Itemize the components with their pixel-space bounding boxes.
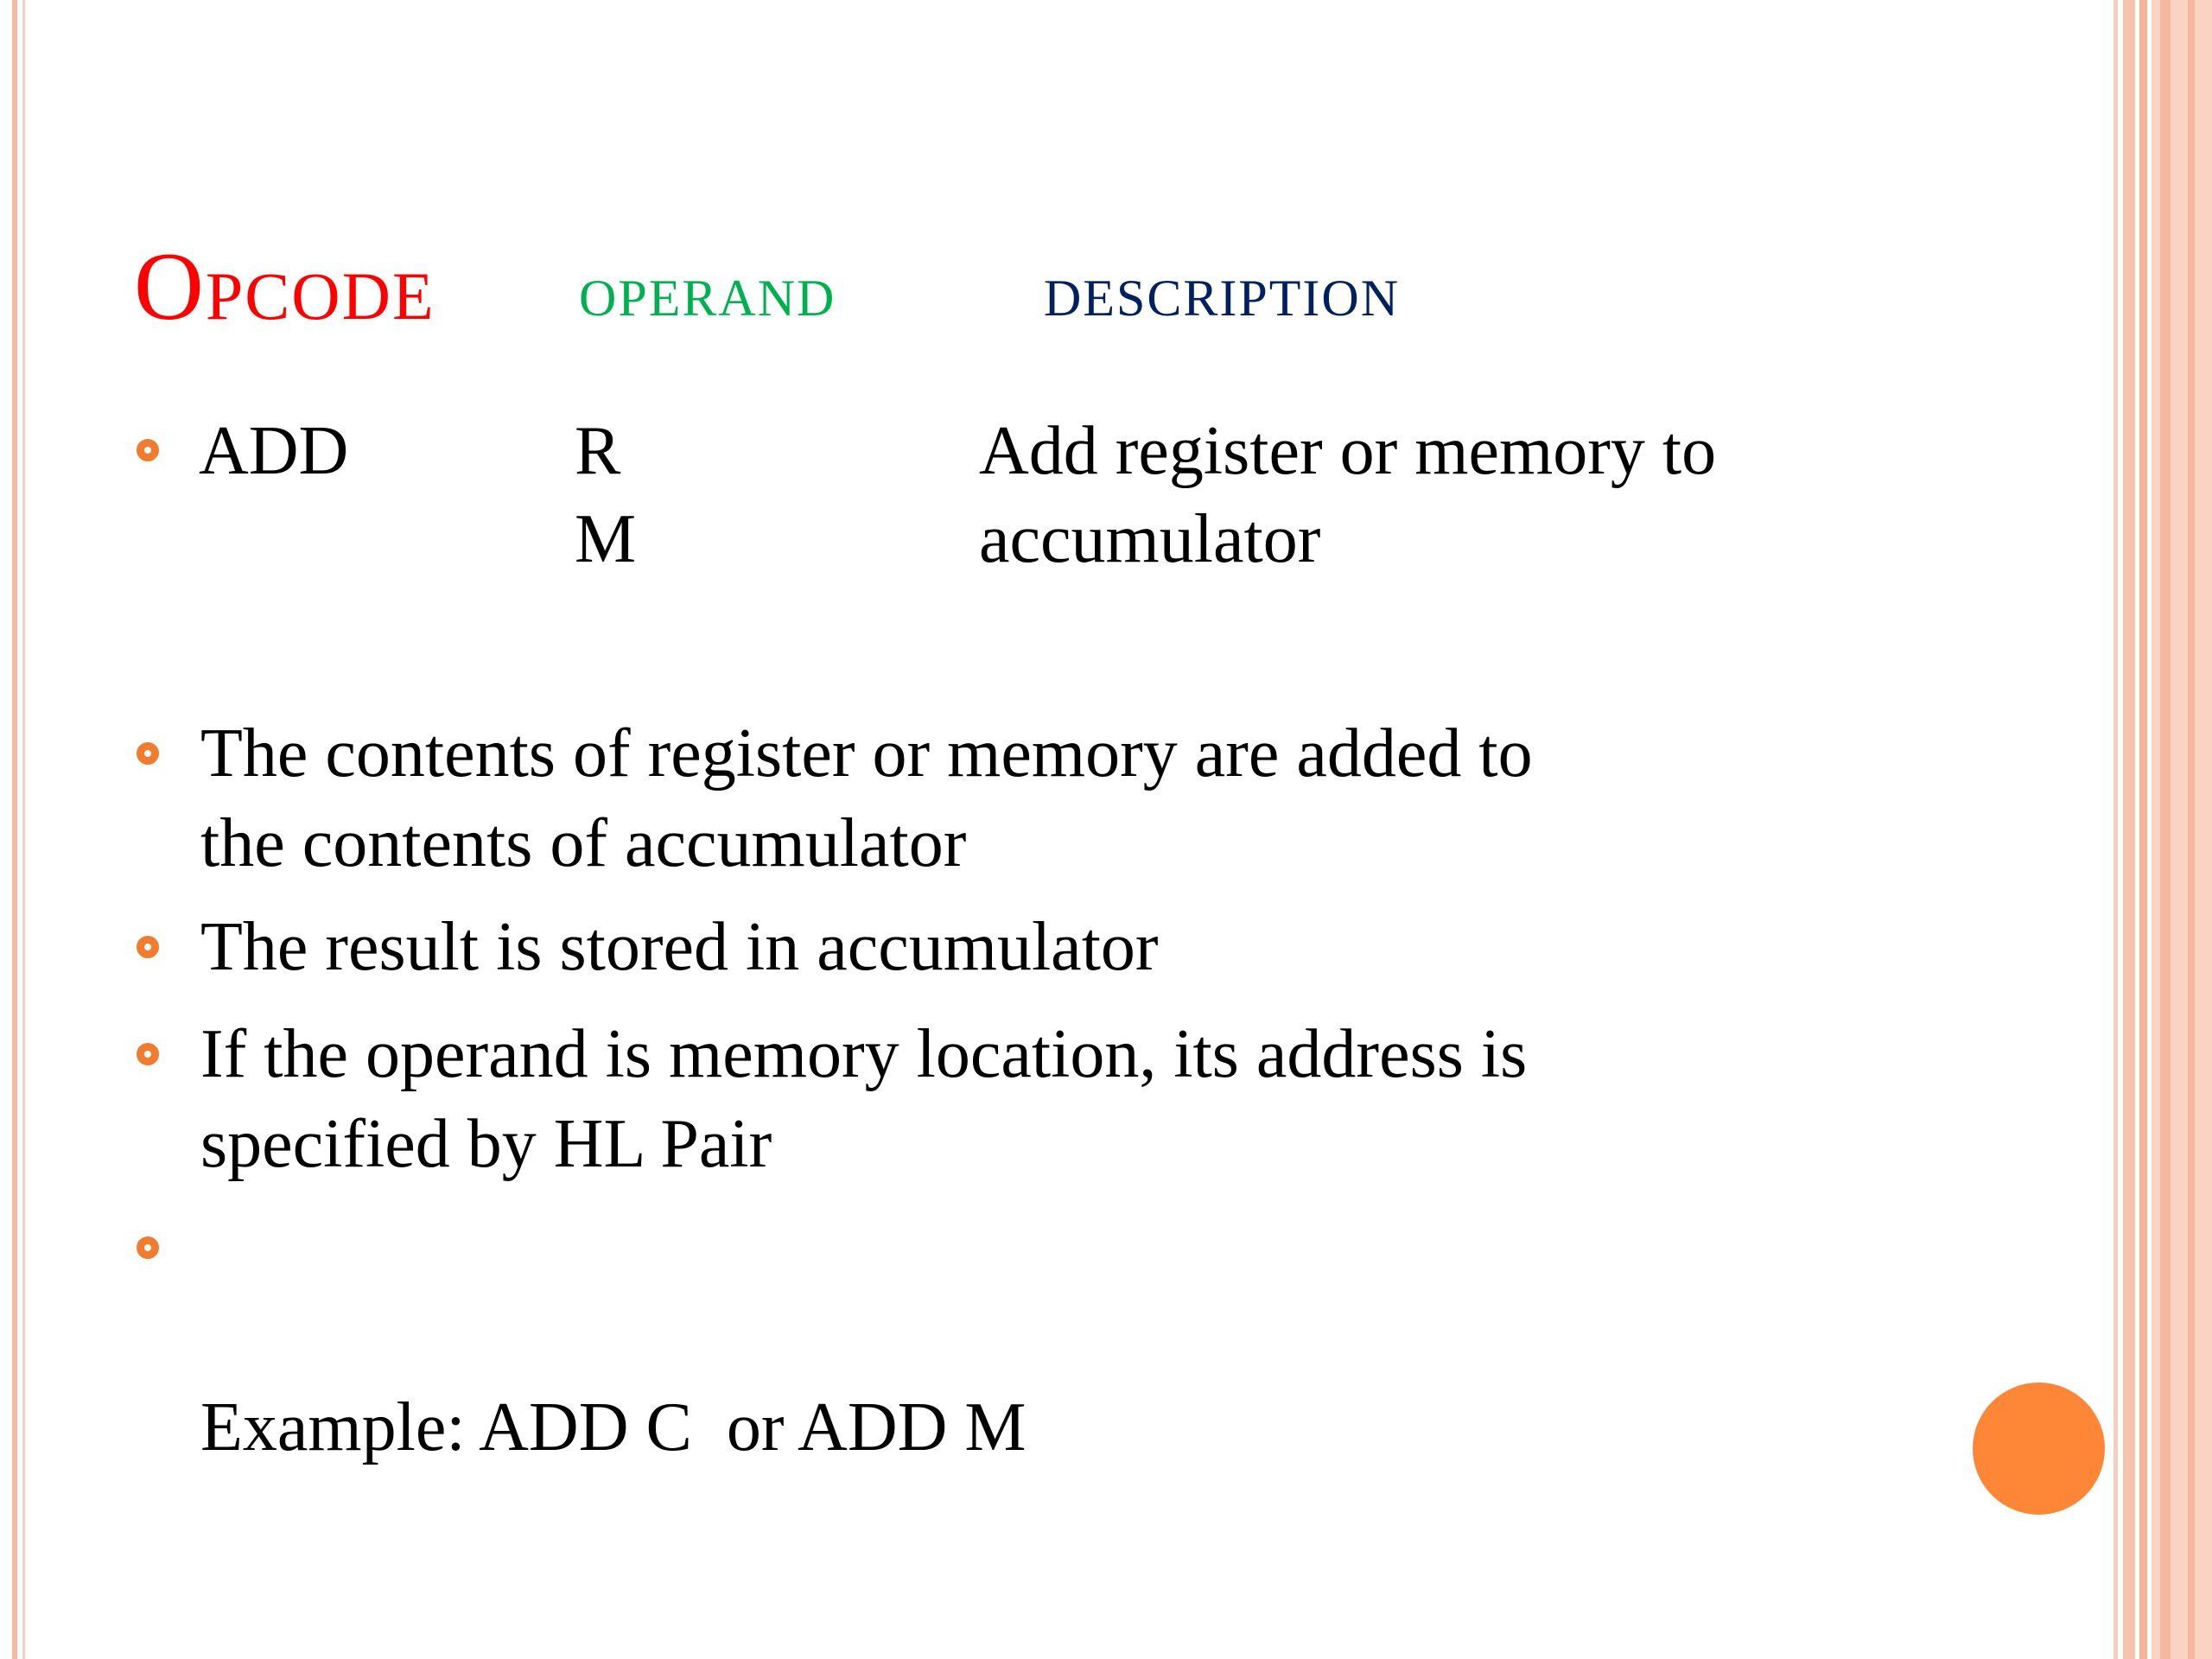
description-header: description <box>1044 249 1401 332</box>
bullet-line: Example: ADD C or ADD M <box>200 1389 1027 1465</box>
right-border-bar <box>2123 0 2135 1659</box>
operand-header: operand <box>579 249 836 332</box>
bullet-line: If the operand is memory location, its a… <box>200 1016 1528 1092</box>
bullet-icon <box>137 1236 159 1259</box>
bullet-icon <box>137 439 159 461</box>
bullet-paragraph: The result is stored in accumulator <box>200 902 1929 992</box>
right-border-bar <box>2139 0 2147 1659</box>
left-border-bar-thin <box>22 0 25 1659</box>
opcode-header: Opcode <box>134 233 435 340</box>
bullet-paragraph: The contents of register or memory are a… <box>200 709 1929 888</box>
bullet-line: The result is stored in accumulator <box>200 909 1159 985</box>
instruction-description-line2: accumulator <box>979 501 1321 577</box>
accent-dot <box>1973 1382 2105 1515</box>
instruction-operand-m: M <box>575 501 637 577</box>
bullet-line: The contents of register or memory are a… <box>200 715 1533 791</box>
left-border-bar <box>12 0 17 1659</box>
right-border-bar <box>2188 0 2195 1659</box>
bullet-line: the contents of accumulator <box>200 805 967 881</box>
bullet-icon <box>137 936 159 958</box>
instruction-opcode: ADD <box>199 413 349 489</box>
bullet-icon <box>137 1043 159 1065</box>
bullet-paragraph: Example: ADD C or ADD M <box>200 1203 1929 1652</box>
instruction-row: ADD R M Add register or memory to accumu… <box>0 406 1987 596</box>
right-border-bar <box>2160 0 2171 1659</box>
bullet-paragraph: If the operand is memory location, its a… <box>200 1009 1929 1189</box>
right-border-bar <box>2113 0 2118 1659</box>
bullet-line: specified by HL Pair <box>200 1106 772 1182</box>
column-header-row: Opcode operand description <box>134 232 2035 340</box>
instruction-description-line1: Add register or memory to <box>979 413 1717 489</box>
bullet-icon <box>137 742 159 765</box>
instruction-operand-r: R <box>575 413 621 489</box>
